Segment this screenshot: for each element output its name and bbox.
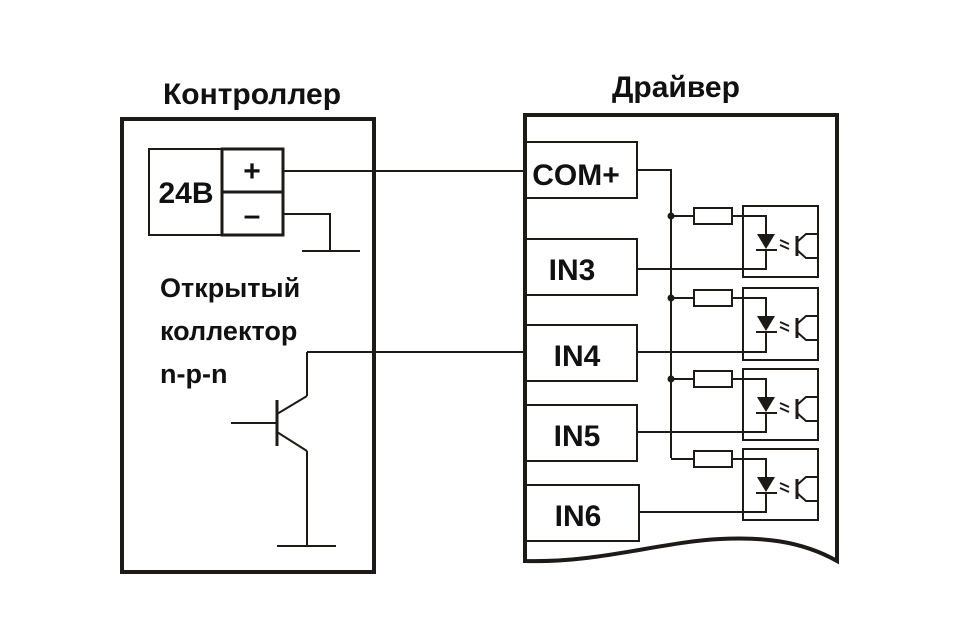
- output-type-line1: Открытый: [160, 273, 300, 303]
- minus-ground-wire: [283, 213, 331, 251]
- light-arrow-icon: [779, 402, 790, 408]
- phototransistor-collector: [796, 396, 817, 406]
- led-icon: [757, 397, 775, 412]
- resistor-icon: [693, 289, 733, 307]
- wire-led-cathode: [743, 332, 767, 353]
- optocoupler-box: [742, 287, 819, 361]
- phototransistor-collector: [796, 233, 817, 243]
- led-icon: [757, 477, 775, 492]
- light-arrow-icon: [779, 326, 790, 332]
- phototransistor-collector: [796, 315, 817, 325]
- light-arrow-icon: [779, 244, 790, 250]
- resistor-icon: [693, 370, 733, 388]
- resistor-icon: [693, 450, 733, 468]
- optocoupler-channels: [637, 205, 819, 521]
- terminal-in6: IN6: [525, 484, 640, 542]
- led-icon: [757, 316, 775, 331]
- phototransistor-emitter: [796, 492, 817, 502]
- output-type-line3: n-p-n: [160, 359, 227, 389]
- light-arrow-icon: [779, 239, 790, 245]
- npn-transistor-symbol: [231, 352, 336, 547]
- terminal-in4-label: IN4: [554, 340, 601, 373]
- light-arrow-icon: [779, 482, 790, 488]
- plus-sign: +: [243, 155, 261, 188]
- phototransistor-collector: [796, 476, 817, 486]
- terminal-in5-label: IN5: [554, 420, 601, 453]
- terminal-com: COM+: [525, 141, 638, 199]
- wire-led-cathode: [743, 413, 767, 433]
- wire-resistor-to-led: [732, 378, 767, 397]
- optocoupler-box: [742, 368, 819, 441]
- controller-box: [120, 117, 376, 574]
- optocoupler-channel-in5: [637, 368, 819, 441]
- light-arrow-icon: [779, 321, 790, 327]
- terminal-in5: IN5: [525, 404, 638, 462]
- optocoupler-box: [742, 448, 819, 521]
- phototransistor-emitter: [796, 412, 817, 422]
- wire-resistor-to-led: [732, 297, 767, 316]
- wire-led-cathode: [743, 493, 767, 513]
- terminal-com-label: COM+: [532, 159, 620, 192]
- optocoupler-box: [742, 205, 819, 278]
- led-icon: [757, 234, 775, 249]
- controller-title: Контроллер: [163, 78, 341, 111]
- terminal-in4: IN4: [525, 324, 638, 382]
- optocoupler-channel-in4: [637, 287, 819, 361]
- phototransistor-emitter: [796, 331, 817, 341]
- wire-resistor-to-led: [732, 215, 767, 234]
- minus-sign: –: [244, 199, 261, 232]
- driver-box: [523, 113, 839, 565]
- com-bus: [637, 169, 672, 458]
- power-supply-label: 24В: [158, 177, 213, 210]
- terminal-in3: IN3: [525, 238, 638, 296]
- terminal-in3-label: IN3: [549, 254, 596, 287]
- optocoupler-channel-in3: [637, 205, 819, 278]
- power-supply-block: 24В + –: [148, 147, 285, 237]
- phototransistor-emitter: [796, 249, 817, 259]
- terminal-in6-label: IN6: [555, 500, 602, 533]
- optocoupler-channel-in6: [639, 448, 819, 521]
- wire-led-cathode: [743, 250, 767, 270]
- resistor-icon: [693, 207, 733, 225]
- driver-title: Драйвер: [612, 71, 740, 104]
- light-arrow-icon: [779, 407, 790, 413]
- wire-resistor-to-led: [732, 458, 767, 477]
- output-type-line2: коллектор: [160, 316, 297, 346]
- light-arrow-icon: [779, 487, 790, 493]
